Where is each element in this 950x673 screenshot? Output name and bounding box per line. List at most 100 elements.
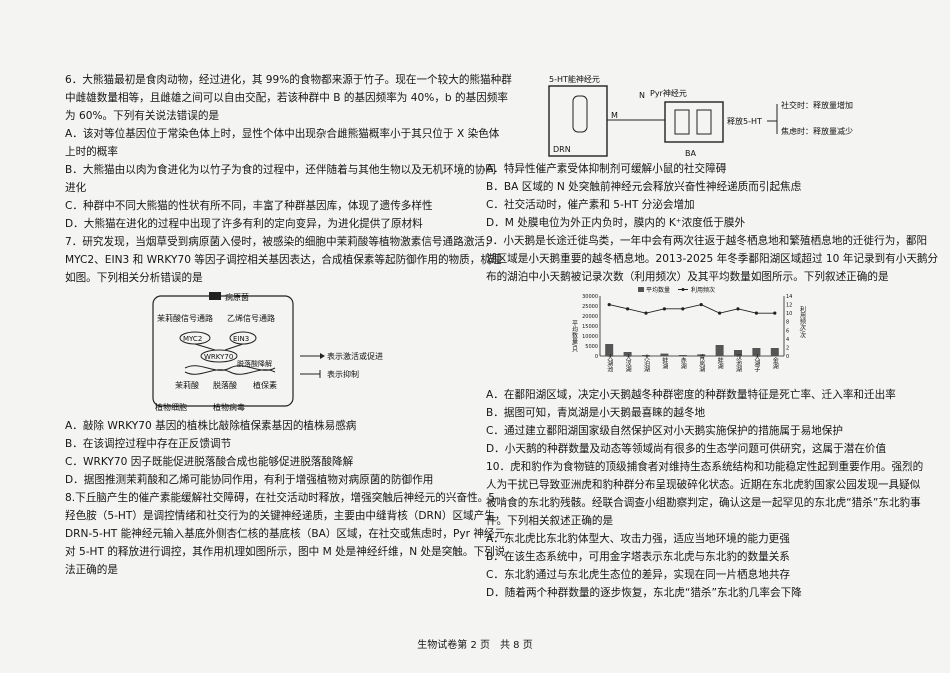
aba-degrade-label: 脱落酸降解 xyxy=(237,359,272,368)
ba-label: BA xyxy=(685,149,696,158)
q6-option-b: B．大熊猫由以肉为食进化为以竹子为食的过程中，还伴随着与其他生物以及无机环境的协… xyxy=(65,164,497,176)
q10-line-4: 件。下列相关叙述正确的是 xyxy=(486,515,614,527)
q10-option-b: B．在该生态系统中，可用金字塔表示东北虎与东北豹的数量关系 xyxy=(486,551,790,563)
line-point-9 xyxy=(773,311,777,315)
q6-line-1: 6．大熊猫最初是食肉动物，经过进化，其 99%的食物都来源于竹子。现在一个较大的… xyxy=(65,74,512,86)
q8-line-1: 8.下丘脑产生的催产素能缓解社交障碍，在社交活动时释放，增强突触后神经元的兴奋性… xyxy=(65,492,499,504)
legend-inhibit-label: 表示抑制 xyxy=(327,369,359,379)
q7-line-2: MYC2、EIN3 和 WRKY70 等因子调控相关基因表达，合成植保素等起防御… xyxy=(65,254,502,266)
q8-line-3: DRN-5-HT 能神经元输入基底外侧杏仁核的基底核（BA）区域，在社交或焦虑时… xyxy=(65,528,506,540)
drn-box xyxy=(548,85,608,157)
category-label: 蚌湖 xyxy=(716,356,723,370)
y-left-tick-label: 0 xyxy=(595,354,598,360)
y-right-tick-label: 0 xyxy=(786,354,789,360)
wrky70-label: WRKY70 xyxy=(204,353,233,361)
m-label: M xyxy=(611,111,618,120)
bar-3 xyxy=(660,353,669,356)
y-left-tick-label: 25000 xyxy=(582,304,598,310)
category-label: 青岚湖 xyxy=(698,353,705,373)
category-label: 大泊湖 xyxy=(643,353,650,373)
line-point-2 xyxy=(644,311,648,315)
y-right-tick-label: 6 xyxy=(786,328,789,334)
et-pathway-label: 乙烯信号通路 xyxy=(227,313,275,323)
y-left-tick-label: 10000 xyxy=(582,334,598,340)
q10-option-a: A．东北虎比东北豹体型大、攻击力强，适应当地环境的能力更强 xyxy=(486,533,790,545)
q9-option-b: B．据图可知，青岚湖是小天鹅最喜睐的越冬地 xyxy=(486,407,706,419)
q8-line-2: 羟色胺（5-HT）是调控情绪和社交行为的关键神经递质，主要由中缝背核（DRN）区… xyxy=(65,510,506,522)
q6-option-a-cont: 上时的概率 xyxy=(65,146,118,158)
phytoalexin-label: 植保素 xyxy=(253,380,277,390)
bar-2 xyxy=(642,355,650,356)
q10-option-d: D．随着两个种群数量的逐步恢复，东北虎“猎杀”东北豹几率会下降 xyxy=(486,587,802,599)
y-right-tick-label: 14 xyxy=(786,294,792,300)
y-right-tick-label: 4 xyxy=(786,337,789,343)
legend-activate-label: 表示激活或促进 xyxy=(327,351,383,361)
bar-6 xyxy=(715,345,724,356)
q9-option-c: C．通过建立鄱阳湖国家级自然保护区对小天鹅实施保护的措施属于易地保护 xyxy=(486,425,843,437)
release-label: 释放5-HT xyxy=(727,116,762,126)
q7-option-c: C．WRKY70 因子既能促进脱落酸合成也能够促进脱落酸降解 xyxy=(65,456,354,468)
line-point-0 xyxy=(607,302,611,307)
q9-option-a: A．在鄱阳湖区域，决定小天鹅越冬种群密度的种群数量特征是死亡率、迁入率和迁出率 xyxy=(486,389,896,401)
y-left-tick-label: 5000 xyxy=(585,344,598,350)
category-label: 赤湖 xyxy=(679,357,686,370)
bar-1 xyxy=(623,352,632,356)
q9-chart: 0500010000150002000025000300000246810121… xyxy=(572,286,806,373)
line-point-5 xyxy=(699,302,703,307)
y-left-axis-label: 平均数量/只 xyxy=(572,320,578,353)
category-label: 大湖池 xyxy=(606,353,613,372)
line-point-4 xyxy=(681,307,685,311)
bar-0 xyxy=(605,344,614,356)
page-footer: 生物试卷第 2 页 共 8 页 xyxy=(417,640,533,651)
q7-option-b: B．在该调控过程中存在正反馈调节 xyxy=(65,438,232,450)
legend-line-marker xyxy=(681,288,685,291)
q6-line-3: 为 60%。下列有关说法错误的是 xyxy=(65,110,220,122)
line-point-1 xyxy=(626,307,630,311)
neuron-label: 5-HT能神经元 xyxy=(549,74,600,84)
pyr-label: Pyr神经元 xyxy=(650,88,687,98)
ba-box xyxy=(664,101,724,143)
category-label: 金湖 xyxy=(771,356,778,370)
legend-bar-label: 平均数量 xyxy=(646,286,670,294)
n-label: N xyxy=(639,91,645,100)
pathogen-icon xyxy=(209,292,221,300)
bar-4 xyxy=(678,355,687,356)
q8-option-a: A．特异性催产素受体抑制剂可缓解小鼠的社交障碍 xyxy=(486,163,727,175)
social-label: 社交时：释放量增加 xyxy=(781,100,853,110)
y-left-tick-label: 20000 xyxy=(582,314,598,320)
aba-label: 脱落酸 xyxy=(213,380,237,390)
y-right-tick-label: 10 xyxy=(786,311,792,317)
synapse-box-1 xyxy=(674,109,690,135)
y-left-tick-label: 15000 xyxy=(582,324,598,330)
line-series-path xyxy=(609,304,775,314)
ja-pathway-label: 茉莉酸信号通路 xyxy=(157,313,213,323)
wrky70-node xyxy=(200,349,238,363)
q6-option-b-cont: 进化 xyxy=(65,182,87,194)
q7-option-a: A．敲除 WRKY70 基因的植株比敲除植保素基因的植株易感病 xyxy=(65,420,357,432)
q10-line-2: 人为干扰已导致亚洲虎和豹种群分布呈现破碎化状态。近期在东北虎豹国家公园发现一具疑… xyxy=(486,479,921,491)
q9-line-2: 湖区域是小天鹅重要的越冬栖息地。2013-2025 年冬季鄱阳湖区域超过 10 … xyxy=(486,253,939,265)
synapse-box-2 xyxy=(696,109,712,135)
q8-line-4: 对 5-HT 的释放进行调控，其作用机理如图所示，图中 M 处是神经纤维，N 处… xyxy=(65,546,506,558)
q9-line-1: 9．小天鹅是长途迁徙鸟类，一年中会有两次往返于越冬栖息地和繁殖栖息地的迁徙行为，… xyxy=(486,235,928,247)
q6-option-a: A．该对等位基因位于常染色体上时，显性个体中出现杂合雌熊猫概率小于其只位于 X … xyxy=(65,128,500,140)
q10-line-3: 被啃食的东北豹残骸。经联合调查小组勘察判定，确认这是一起罕见的东北虎“猎杀”东北… xyxy=(486,497,921,509)
y-right-tick-label: 12 xyxy=(786,303,792,309)
q7-mechanism-diagram: 病原菌 茉莉酸信号通路 乙烯信号通路 MYC2 EIN3 WRKY70 脱落酸降… xyxy=(152,292,383,412)
q8-mechanism-diagram: 5-HT能神经元 DRN M N Pyr神经元 BA 释放5-HT 社交时：释放… xyxy=(548,74,853,158)
q6-option-d: D．大熊猫在进化的过程中出现了许多有利的定向变异，为进化提供了原材料 xyxy=(65,218,423,230)
legend-line-label: 利用频次 xyxy=(691,286,715,294)
arrow-ein3-wrky xyxy=(224,343,244,351)
q6-line-2: 中雌雄数量相等，且雌雄之间可以自由交配，若该种群中 B 的基因频率为 40%，b… xyxy=(65,92,508,104)
q7-line-3: 如图。下列相关分析错误的是 xyxy=(65,272,203,284)
q10-option-c: C．东北豹通过与东北虎生态位的差异，实现在同一片栖息地共存 xyxy=(486,569,791,581)
bar-7 xyxy=(734,350,742,356)
pathogen-label: 病原菌 xyxy=(225,292,249,302)
myc2-label: MYC2 xyxy=(183,335,202,343)
bar-9 xyxy=(770,348,779,356)
q8-line-5: 法正确的是 xyxy=(65,564,118,576)
y-right-tick-label: 2 xyxy=(786,345,789,351)
q9-line-3: 布的湖泊中小天鹅被记录次数（利用频次）及其平均数量如图所示。下列叙述正确的是 xyxy=(486,271,889,283)
bar-5 xyxy=(697,354,706,356)
neuron-body xyxy=(572,95,588,133)
